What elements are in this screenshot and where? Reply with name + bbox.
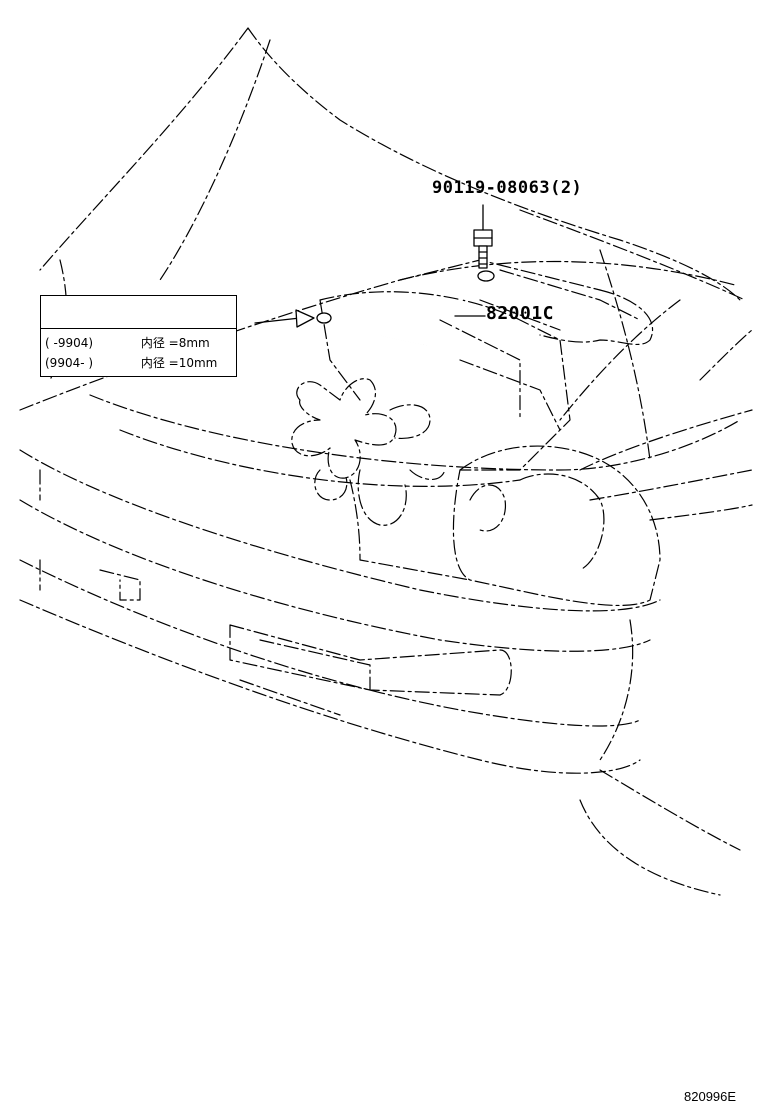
headlight [452, 445, 661, 607]
bolt-icon [473, 229, 493, 269]
document-number: 820996E [684, 1089, 737, 1104]
hood-crease [159, 39, 271, 281]
ground-strap-icon [316, 270, 495, 347]
legend-range: ( -9904) [45, 336, 94, 350]
legend-row: ( -9904) 内径 =8mm [45, 334, 210, 351]
terminal-size-legend: ( -9904) 内径 =8mm (9904- ) 内径 =10mm [40, 295, 237, 377]
hood-outline [39, 27, 741, 301]
front-bumper [19, 449, 661, 612]
legend-range: (9904- ) [45, 356, 94, 370]
arrow-icon [254, 317, 301, 324]
bumper-grille [229, 624, 512, 696]
legend-icon-row [41, 296, 236, 329]
legend-spec: 内径 =10mm [140, 356, 218, 370]
legend-row: (9904- ) 内径 =10mm [45, 354, 217, 371]
fender-lower [579, 799, 721, 896]
cooling-fan [291, 378, 397, 479]
bolt-part-number[interactable]: 90119-08063(2) [432, 178, 583, 198]
legend-spec: 内径 =8mm [140, 336, 210, 350]
ground-strap-part-number[interactable]: 82001C [486, 303, 555, 324]
